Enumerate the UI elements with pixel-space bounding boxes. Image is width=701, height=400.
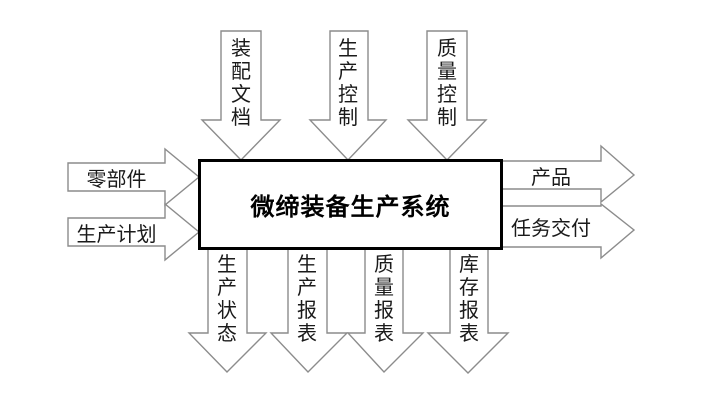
arrow-production-report: [269, 247, 349, 374]
arrow-production-plan: [67, 202, 201, 262]
label-parts: 零部件: [86, 168, 147, 191]
arrow-production-status: [187, 247, 268, 373]
arrow-quality-control: [406, 30, 488, 162]
label-production-report: 生产报表: [297, 254, 317, 345]
arrow-production-control: [308, 30, 388, 162]
system-box-title: 微缔装备生产系统: [250, 194, 451, 221]
arrow-assembly-docs: [200, 30, 282, 162]
arrow-task-delivery: [500, 202, 636, 260]
right-output-arrows: [500, 144, 636, 260]
label-production-plan: 生产计划: [76, 223, 157, 246]
arrow-parts: [67, 147, 201, 207]
label-task-delivery: 任务交付: [511, 218, 591, 240]
label-production-status: 生产状态: [217, 254, 237, 345]
arrow-product: [500, 144, 636, 204]
left-input-arrows: [67, 147, 201, 262]
label-quality-control: 质量控制: [437, 38, 457, 129]
system-box: 微缔装备生产系统: [198, 159, 503, 250]
top-input-arrows: [200, 30, 488, 162]
label-product: 产品: [531, 166, 571, 189]
arrow-quality-report: [346, 247, 425, 374]
label-assembly-docs: 装配文档: [231, 38, 251, 129]
arrow-inventory-report: [426, 247, 510, 374]
label-inventory-report: 库存报表: [459, 254, 479, 345]
label-quality-report: 质量报表: [374, 254, 394, 345]
label-production-control: 生产控制: [338, 38, 358, 129]
bottom-output-arrows: [187, 247, 510, 374]
